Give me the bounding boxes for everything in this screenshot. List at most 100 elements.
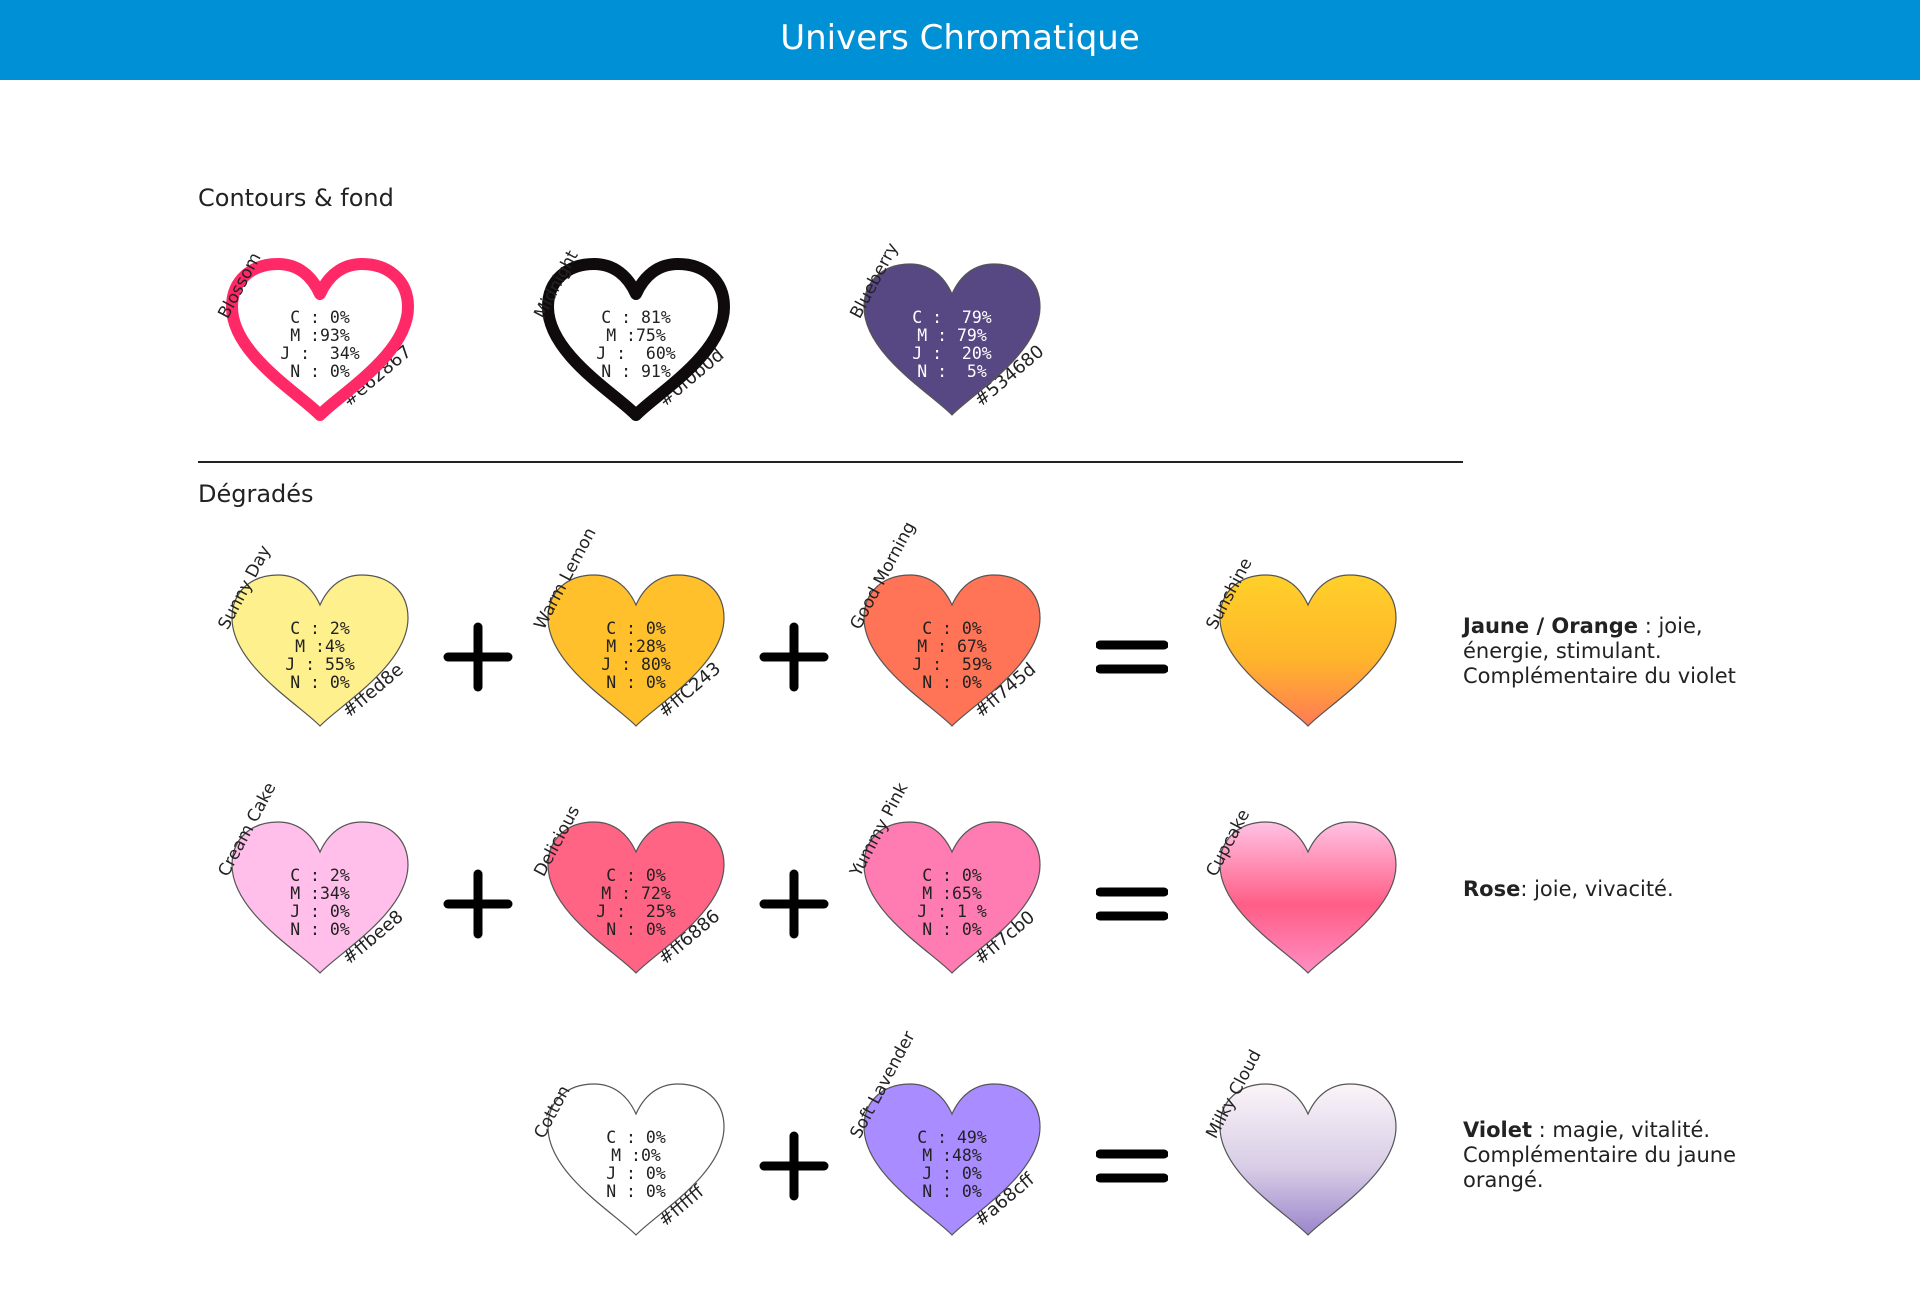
- cmjn-j: J : 34%: [280, 344, 360, 363]
- cmjn-j: J : 59%: [912, 655, 992, 674]
- heart-fill: [863, 821, 1041, 974]
- plus-glyph: [443, 622, 513, 692]
- color-swatch-heart[interactable]: [1218, 820, 1398, 975]
- cmjn-c: C : 81%: [601, 308, 671, 327]
- heart-fill: [547, 1083, 725, 1236]
- plus-icon: [758, 621, 830, 693]
- color-swatch-heart[interactable]: C : 49%M :48%J : 0%N : 0%: [862, 1082, 1042, 1237]
- cmjn-c: C : 0%: [606, 619, 666, 638]
- cmjn-j: J : 0%: [290, 902, 350, 921]
- heart-fill: [1219, 574, 1397, 727]
- color-swatch-heart[interactable]: C : 81%M :75%J : 60%N : 91%: [542, 258, 730, 421]
- cmjn-values: C : 0%M :65%J : 1 %N : 0%: [862, 867, 1042, 939]
- heart-shape: [863, 574, 1041, 727]
- cmjn-c: C : 79%: [912, 308, 992, 327]
- heart-fill: [863, 263, 1041, 416]
- heart-shape: [542, 258, 730, 421]
- cmjn-c: C : 2%: [290, 619, 350, 638]
- cmjn-values: C : 81%M :75%J : 60%N : 91%: [546, 309, 726, 381]
- cmjn-m: M :75%: [606, 326, 666, 345]
- heart-fill: [547, 821, 725, 974]
- heart-fill: [1219, 821, 1397, 974]
- color-swatch-heart[interactable]: C : 0%M :65%J : 1 %N : 0%: [862, 820, 1042, 975]
- heart-shape: [231, 821, 409, 974]
- section-title-gradients: Dégradés: [198, 480, 314, 508]
- color-swatch-heart[interactable]: C : 79%M : 79%J : 20%N : 5%: [862, 262, 1042, 417]
- equals-icon: [1096, 621, 1168, 693]
- cmjn-j: J : 55%: [285, 655, 355, 674]
- heart-shape: [1219, 1083, 1397, 1236]
- cmjn-m: M : 72%: [601, 884, 671, 903]
- cmjn-m: M :93%: [290, 326, 350, 345]
- cmjn-c: C : 0%: [922, 619, 982, 638]
- cmjn-m: M : 67%: [917, 637, 987, 656]
- color-swatch-heart[interactable]: [1218, 573, 1398, 728]
- heart-shape: [547, 1083, 725, 1236]
- heart-fill: [1219, 1083, 1397, 1236]
- cmjn-n: N : 0%: [290, 362, 350, 381]
- cmjn-m: M :34%: [290, 884, 350, 903]
- cmjn-n: N : 5%: [917, 362, 987, 381]
- color-swatch-heart[interactable]: C : 0%M : 72%J : 25%N : 0%: [546, 820, 726, 975]
- color-meaning-text: Violet : magie, vitalité. Complémentaire…: [1463, 1118, 1793, 1193]
- plus-icon: [442, 621, 514, 693]
- heart-shape: [547, 821, 725, 974]
- cmjn-values: C : 2%M :4%J : 55%N : 0%: [230, 620, 410, 692]
- cmjn-c: C : 0%: [922, 866, 982, 885]
- cmjn-j: J : 0%: [922, 1164, 982, 1183]
- cmjn-n: N : 0%: [922, 673, 982, 692]
- heart-shape: [863, 263, 1041, 416]
- cmjn-values: C : 0%M : 67%J : 59%N : 0%: [862, 620, 1042, 692]
- cmjn-c: C : 0%: [606, 1128, 666, 1147]
- heart-shape: [1219, 574, 1397, 727]
- color-swatch-heart[interactable]: C : 2%M :34%J : 0%N : 0%: [230, 820, 410, 975]
- meaning-description: : joie, vivacité.: [1520, 877, 1674, 901]
- equals-glyph: [1096, 640, 1168, 674]
- page-title: Univers Chromatique: [780, 18, 1140, 58]
- header-bar: Univers Chromatique: [0, 0, 1920, 80]
- heart-shape: [863, 821, 1041, 974]
- color-swatch-heart[interactable]: C : 2%M :4%J : 55%N : 0%: [230, 573, 410, 728]
- cmjn-j: J : 1 %: [917, 902, 987, 921]
- meaning-color-family: Jaune / Orange: [1463, 614, 1639, 638]
- cmjn-m: M : 79%: [917, 326, 987, 345]
- cmjn-values: C : 0%M :28%J : 80%N : 0%: [546, 620, 726, 692]
- cmjn-n: N : 0%: [606, 1182, 666, 1201]
- plus-glyph: [759, 622, 829, 692]
- plus-glyph: [759, 869, 829, 939]
- meaning-color-family: Rose: [1463, 877, 1521, 901]
- equals-glyph: [1096, 1149, 1168, 1183]
- color-swatch-heart[interactable]: C : 0%M :28%J : 80%N : 0%: [546, 573, 726, 728]
- color-swatch-heart[interactable]: C : 0%M :93%J : 34%N : 0%: [226, 258, 414, 421]
- heart-shape: [1219, 821, 1397, 974]
- color-swatch-heart[interactable]: [1218, 1082, 1398, 1237]
- plus-icon: [758, 1130, 830, 1202]
- cmjn-c: C : 0%: [606, 866, 666, 885]
- heart-fill: [231, 574, 409, 727]
- cmjn-m: M :4%: [295, 637, 345, 656]
- cmjn-m: M :48%: [922, 1146, 982, 1165]
- heart-fill: [542, 258, 730, 421]
- color-swatch-heart[interactable]: C : 0%M :0%J : 0%N : 0%: [546, 1082, 726, 1237]
- cmjn-n: N : 0%: [606, 920, 666, 939]
- heart-fill: [231, 821, 409, 974]
- cmjn-values: C : 2%M :34%J : 0%N : 0%: [230, 867, 410, 939]
- cmjn-n: N : 91%: [601, 362, 671, 381]
- cmjn-values: C : 0%M :93%J : 34%N : 0%: [230, 309, 410, 381]
- color-swatch-heart[interactable]: C : 0%M : 67%J : 59%N : 0%: [862, 573, 1042, 728]
- cmjn-c: C : 2%: [290, 866, 350, 885]
- plus-glyph: [443, 869, 513, 939]
- cmjn-n: N : 0%: [290, 920, 350, 939]
- section-divider: [198, 461, 1463, 463]
- cmjn-values: C : 79%M : 79%J : 20%N : 5%: [862, 309, 1042, 381]
- heart-shape: [231, 574, 409, 727]
- cmjn-j: J : 80%: [601, 655, 671, 674]
- heart-fill: [226, 258, 414, 421]
- cmjn-c: C : 49%: [917, 1128, 987, 1147]
- heart-shape: [547, 574, 725, 727]
- cmjn-n: N : 0%: [922, 920, 982, 939]
- cmjn-j: J : 0%: [606, 1164, 666, 1183]
- plus-icon: [758, 868, 830, 940]
- equals-glyph: [1096, 887, 1168, 921]
- cmjn-j: J : 60%: [596, 344, 676, 363]
